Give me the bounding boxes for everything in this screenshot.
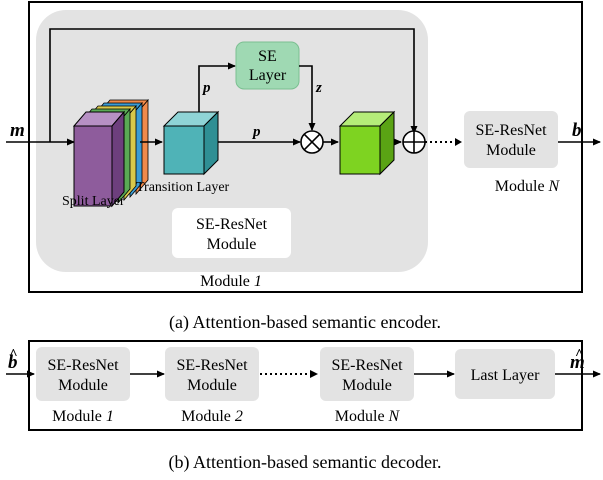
add-operator-icon xyxy=(402,130,426,154)
module-1-label: Module 1 xyxy=(200,273,262,290)
se-resnet-module-n-box xyxy=(464,111,558,168)
decoder-module-1-line-2: Module xyxy=(58,377,108,394)
split-layer-label: Split Layer xyxy=(62,194,125,209)
module-n-box-line-2: Module xyxy=(486,142,536,159)
se-layer-line-2: Layer xyxy=(249,67,287,84)
decoder-module-1-line-1: SE-ResNet xyxy=(47,357,119,374)
p-label-lower: p xyxy=(251,124,261,140)
input-label-m: m xyxy=(10,120,25,141)
last-layer-label: Last Layer xyxy=(471,367,541,384)
skip-connection-arrow xyxy=(49,28,418,142)
transition-to-se-arrow xyxy=(198,62,236,112)
decoder-module-2-line-2: Module xyxy=(187,377,237,394)
split-layer-icon xyxy=(72,98,149,208)
decoder-frame xyxy=(28,340,583,431)
p-label-upper: p xyxy=(201,80,211,96)
module-n-box-line-1: SE-ResNet xyxy=(475,122,547,139)
decoder-module-n-line-1: SE-ResNet xyxy=(331,357,403,374)
inner-module-line-2: Module xyxy=(207,236,257,253)
se-layer-line-1: SE xyxy=(258,48,277,65)
se-resnet-module-1-background xyxy=(36,10,428,272)
multiply-operator-icon xyxy=(300,130,324,154)
scaled-feature-cube xyxy=(338,110,396,176)
decoder-input-label: b xyxy=(8,352,18,373)
decoder-module-n-label: Module N xyxy=(335,408,401,425)
decoder-module-2-label: Module 2 xyxy=(181,408,243,425)
encoder-frame xyxy=(28,1,583,293)
decoder-module-2-box xyxy=(165,347,259,401)
transition-layer-label: Transition Layer xyxy=(136,180,230,195)
decoder-caption: (b) Attention-based semantic decoder. xyxy=(169,452,442,473)
decoder-module-n-line-2: Module xyxy=(342,377,392,394)
decoder-module-1-box xyxy=(36,347,130,401)
module-n-label: Module N xyxy=(495,178,561,195)
inner-module-line-1: SE-ResNet xyxy=(196,216,268,233)
decoder-output-label: m xyxy=(570,352,585,373)
last-layer-box xyxy=(455,349,555,399)
decoder-input-hat: ^ xyxy=(9,347,18,363)
continuation-arrowhead xyxy=(455,138,462,146)
decoder-module-n-box xyxy=(320,347,414,401)
se-to-multiply-arrow xyxy=(299,65,316,131)
z-label: z xyxy=(315,80,322,96)
decoder-output-hat: ^ xyxy=(575,347,584,363)
decoder-module-1-label: Module 1 xyxy=(52,408,114,425)
decoder-continuation-arrowhead xyxy=(310,370,318,378)
encoder-caption: (a) Attention-based semantic encoder. xyxy=(169,312,441,333)
transition-layer-cube xyxy=(162,110,220,176)
inner-se-resnet-module-box xyxy=(172,208,291,258)
output-label-b: b xyxy=(572,120,582,141)
decoder-module-2-line-1: SE-ResNet xyxy=(176,357,248,374)
